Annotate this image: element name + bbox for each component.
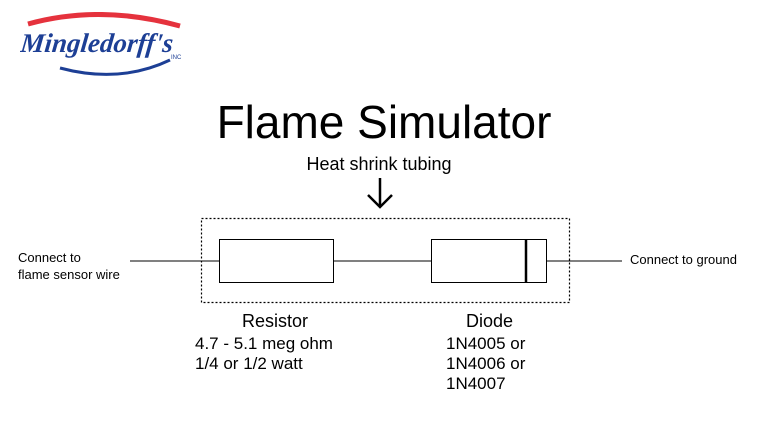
logo-red-arc [27,12,181,29]
diode-part-1: 1N4005 or [446,334,526,353]
left-connection-line2: flame sensor wire [18,267,120,282]
diode-spec: Diode 1N4005 or 1N4006 or 1N4007 [446,311,576,394]
resistor-body [219,239,334,283]
left-connection-line1: Connect to [18,250,81,265]
diagram-title: Flame Simulator [216,96,552,148]
logo-inc: INC [171,55,182,61]
diode-heading: Diode [466,311,514,331]
diode-body [431,239,547,283]
left-connection-label: Connect to flame sensor wire [18,249,120,283]
down-arrow-icon [367,178,393,209]
tubing-label: Heat shrink tubing [306,154,452,174]
logo-wordmark: Mingledorff's [20,28,175,58]
company-logo: Mingledorff's INC [20,12,182,76]
resistor-spec-1: 4.7 - 5.1 meg ohm [195,334,333,353]
right-connection-label: Connect to ground [630,252,737,267]
resistor-spec-2: 1/4 or 1/2 watt [195,354,303,373]
resistor-heading: Resistor [241,311,308,331]
diode-part-3: 1N4007 [446,374,506,393]
resistor-spec: Resistor 4.7 - 5.1 meg ohm 1/4 or 1/2 wa… [195,311,355,374]
logo-blue-arc [59,58,171,76]
diode-part-2: 1N4006 or [446,354,526,373]
